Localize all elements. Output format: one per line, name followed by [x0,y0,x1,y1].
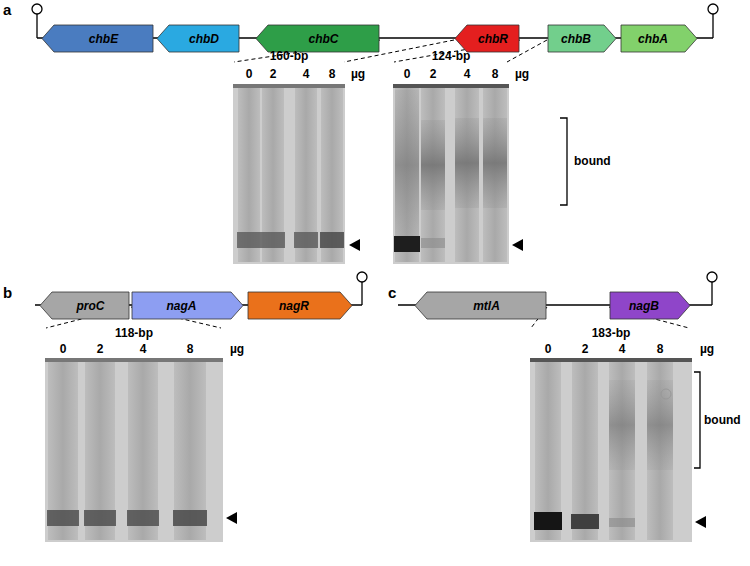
gel-label: 0 [545,342,552,356]
gel-label: 0 [60,342,67,356]
panel-letter: a [3,1,11,18]
gene-name: mtlA [427,292,546,319]
leader-line [46,40,689,328]
gel-label: 8 [492,67,499,81]
gene-arrow: chbA [621,25,697,52]
gene-name: chbA [621,25,685,52]
gene-name: chbB [548,25,604,52]
dna-line [32,4,718,305]
gene-name: chbD [169,25,239,52]
gene-arrow: chbC [256,25,379,52]
panel-letter: b [3,284,12,301]
gel-label: µg [700,342,714,356]
gel-label: bound [574,154,611,168]
gene-name: nagR [248,292,340,319]
gene-name: nagA [132,292,231,319]
gene-arrow: chbD [157,25,239,52]
gel-label: 2 [582,342,589,356]
gel-label: 2 [270,67,277,81]
gene-name: proC [52,292,129,319]
gel-label: 8 [329,67,336,81]
gel-label: 2 [97,342,104,356]
gel-image [393,84,509,264]
gel-label: 4 [464,67,471,81]
gene-arrow: proC [40,292,129,319]
gel-label: 4 [619,342,626,356]
gene-arrow: nagB [610,292,690,319]
gel-label: 2 [430,67,437,81]
panel-letter: c [388,284,396,301]
gel-label: 124-bp [432,49,471,63]
gene-arrow: nagR [248,292,352,319]
gel-image [233,84,345,264]
gel-label: 0 [246,67,253,81]
gene-name: nagB [610,292,678,319]
gene-name: chbE [54,25,153,52]
gene-arrow: chbR [455,25,519,52]
gel-label: 0 [404,67,411,81]
gel-label: 8 [657,342,664,356]
gel-label: 118-bp [115,326,153,340]
gel-label: 4 [303,67,310,81]
gel-label: µg [515,67,529,81]
gel-label: µg [230,342,244,356]
bound-bracket [560,118,700,468]
gel-label: 160-bp [270,49,309,63]
gene-name: chbC [268,25,379,52]
gene-arrow: mtlA [415,292,546,319]
gel-label: 183-bp [592,326,631,340]
gel-label: 4 [140,342,147,356]
gene-arrow: nagA [132,292,243,319]
gene-arrow: chbE [42,25,153,52]
probe-pointer [226,239,706,528]
gel-label: bound [704,413,741,427]
gel-image [45,358,223,542]
gel-label: µg [351,67,365,81]
gene-name: chbR [467,25,519,52]
gel-image [530,358,692,542]
gene-arrow: chbB [548,25,616,52]
gel-label: 8 [187,342,194,356]
